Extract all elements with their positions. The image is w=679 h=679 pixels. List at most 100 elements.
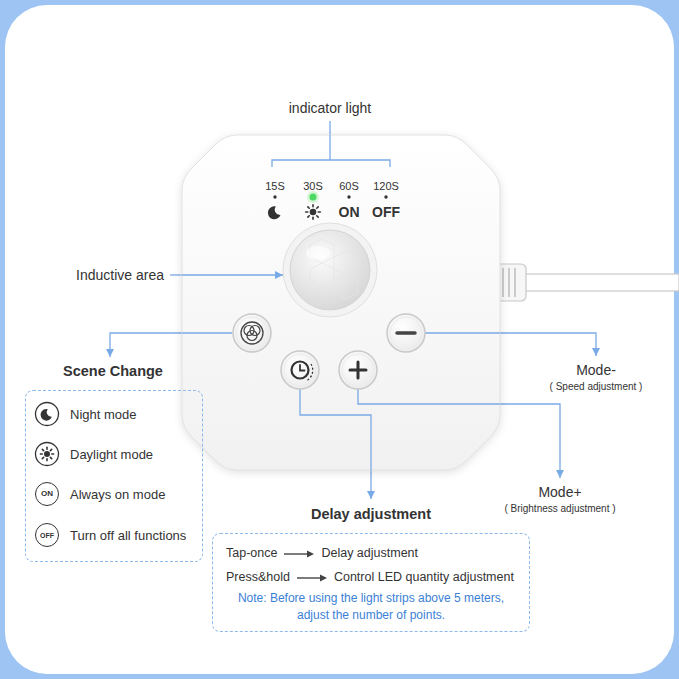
power-cable [478,264,679,301]
circle-shape [284,354,316,386]
line-shape [499,404,560,478]
arrow-symbol [284,549,314,559]
circle-shape [281,351,319,389]
circle-shape [347,195,350,198]
circle-shape [307,191,319,203]
line-shape [310,263,334,287]
icon-text: OFF [40,532,54,539]
mode-icon-circle: ON [35,482,59,506]
circle-shape [236,317,268,349]
circle-shape [310,194,317,201]
mode-list-box: Scene ChangeNight modeDaylight modeAlway… [25,358,203,562]
sensor-housing: 15S30S60S120S ONOFF [182,135,500,470]
circle-shape [292,362,309,379]
circle-shape [273,195,276,198]
callout-label: ( Speed adjustment ) [516,380,676,394]
line-shape [41,409,52,421]
leader-connector [110,333,182,357]
instruction-text: Tap-once [226,545,277,562]
note-text: Note: Before using the light strips abov… [222,590,520,624]
line-shape [52,453,54,455]
mode-description: Night mode [70,406,136,423]
line-shape [182,332,232,333]
line-shape [284,553,308,554]
instruction-row: Press&hold Control LED quantity adjustmen… [226,569,514,586]
delay-time-label: 15S [245,179,305,194]
mode-label: OFF [356,203,416,221]
line-shape [358,389,500,404]
line-shape [312,205,314,207]
group-heading: Scene Change [63,362,163,380]
line-shape [320,574,327,581]
line-shape [503,268,515,297]
circle-shape [283,223,377,317]
line-shape [306,364,313,381]
line-shape [350,362,366,378]
circle-shape [339,351,377,389]
callout-label: Inductive area [76,266,164,284]
circle-shape [36,403,59,426]
mode-description: Turn off all functions [70,527,186,544]
callout-label: Mode- [516,361,676,379]
line-shape [50,449,51,450]
line-shape [50,457,51,458]
delay-time-label: 30S [283,179,343,194]
line-shape [317,216,318,217]
line-shape [397,331,415,335]
line-shape [42,457,43,458]
line-shape [334,251,358,275]
circle-shape [384,195,387,198]
leader-connector [370,470,371,499]
graphic-group [182,135,500,470]
callout-label: ( Brightness adjustment ) [480,502,640,516]
circle-shape [247,331,257,341]
callout-label: indicator light [250,99,410,117]
line-shape [308,207,309,208]
line-shape [300,389,371,470]
line-shape [425,332,500,333]
line-shape [317,207,318,208]
delay-time-label: 120S [356,179,416,194]
circle-shape [44,451,50,457]
line-shape [46,447,48,449]
line-shape [307,550,314,557]
line-shape [329,121,330,136]
group-heading: Delay adjustment [212,505,530,523]
line-shape [268,206,281,219]
delay-info-box: Delay adjustmentTap-onceDelay adjustment… [212,500,530,632]
leader-line [170,121,596,478]
mode-label: ON [319,203,379,221]
line-shape [170,274,183,275]
line-shape [308,216,309,217]
mode-description: Always on mode [70,486,165,503]
instruction-text: Delay adjustment [321,545,418,562]
circle-shape [342,354,374,386]
line-shape [300,365,305,371]
ellipse-shape [306,246,330,260]
circle-shape [36,443,59,466]
line-shape [334,275,358,299]
line-shape [312,217,314,219]
line-shape [499,333,596,356]
delay-time-label: 60S [319,179,379,194]
instruction-row: Tap-once Delay adjustment [226,545,418,562]
mode-icon-circle: OFF [35,523,59,547]
instruction-text: Control LED quantity adjustment [334,569,514,586]
mode-description: Daylight mode [70,446,153,463]
instruction-text: Press&hold [226,569,290,586]
circle-shape [390,317,422,349]
line-shape [318,211,320,213]
circle-shape [290,230,370,310]
callout-label: Mode+ [480,483,640,501]
line-shape [40,453,42,455]
line-shape [182,274,283,275]
icon-text: ON [41,490,53,498]
line-shape [297,577,321,578]
circle-shape [233,314,271,352]
circle-shape [387,314,425,352]
rect-shape [480,274,679,291]
arrow-symbol [297,573,327,583]
line-shape [272,135,390,167]
circle-shape [241,322,263,344]
